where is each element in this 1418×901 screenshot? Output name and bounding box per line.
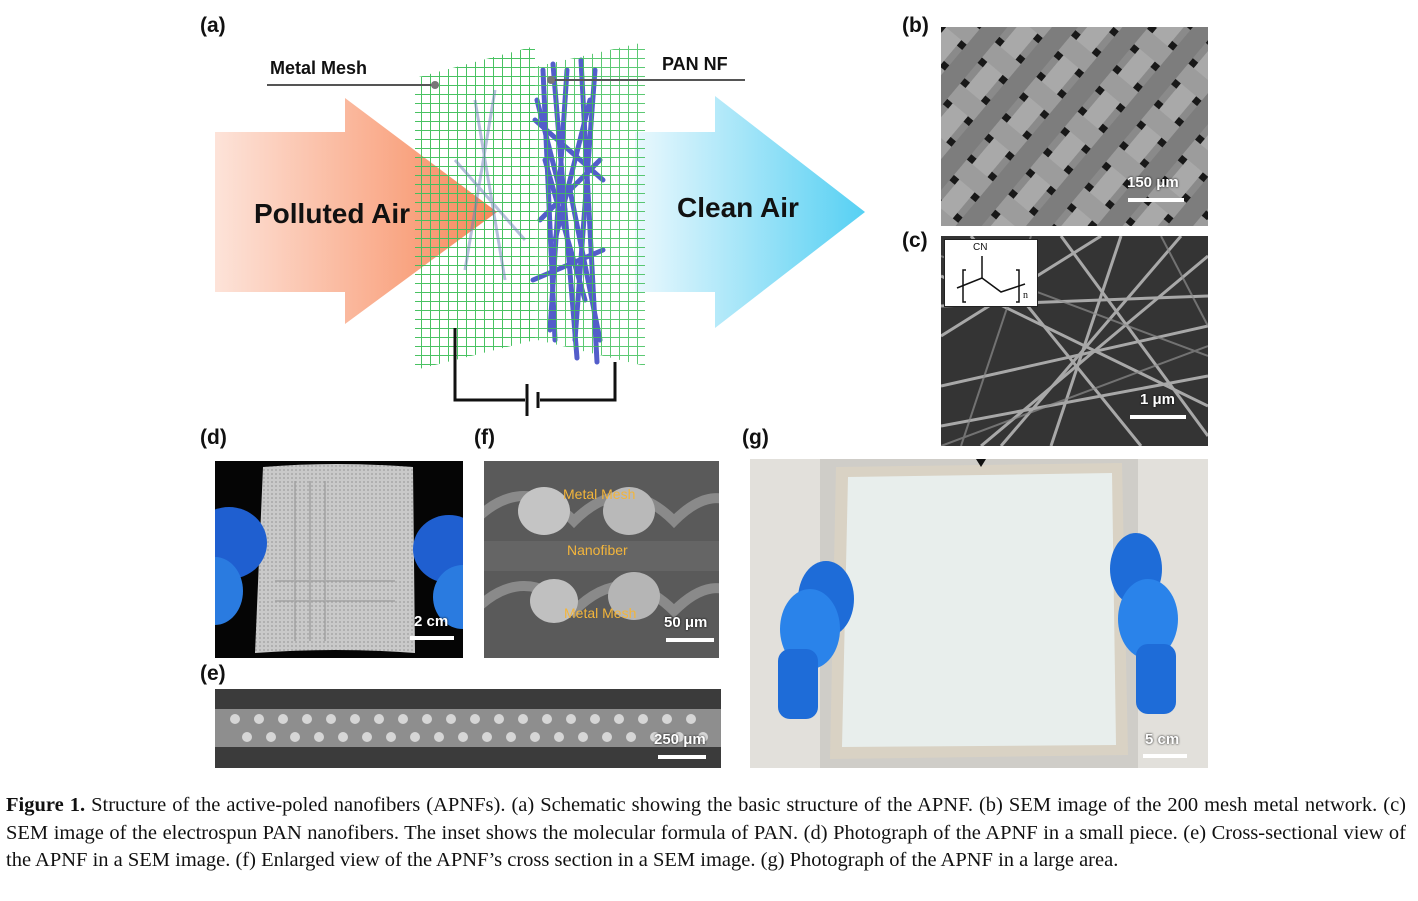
battery-circuit	[453, 328, 617, 416]
panel-g-label: (g)	[742, 426, 769, 449]
panel-b-label: (b)	[902, 14, 929, 37]
polluted-air-label: Polluted Air	[254, 198, 411, 229]
scale-bar-b	[1128, 198, 1184, 202]
pan-nf-label: PAN NF	[662, 54, 728, 74]
panel-e-sem-cross-section: 250 μm	[215, 689, 721, 768]
inset-cn-label: CN	[973, 242, 988, 253]
polluted-air-arrow	[215, 98, 497, 324]
nanofiber-shadow	[453, 89, 527, 281]
large-area-photo	[750, 459, 1208, 768]
pan-molecular-formula-inset: CN n	[944, 239, 1038, 307]
scale-bar-c-label: 1 μm	[1140, 391, 1176, 408]
metal-mesh-annotation-top: Metal Mesh	[563, 486, 636, 502]
scale-bar-g	[1143, 754, 1187, 758]
scale-bar-f-label: 50 μm	[664, 614, 708, 631]
panel-d-label: (d)	[200, 426, 227, 449]
scale-bar-b-label: 150 μm	[1127, 174, 1179, 191]
panel-b-sem-mesh: 150 μm	[941, 27, 1208, 226]
scale-bar-e-label: 250 μm	[654, 731, 706, 748]
scale-bar-c	[1130, 415, 1186, 419]
panel-c-sem-nanofibers: CN n 1 μm	[941, 236, 1208, 446]
scale-bar-d	[410, 636, 454, 640]
figure-number: Figure 1.	[6, 794, 86, 816]
panel-a-schematic	[215, 42, 865, 416]
panel-g-photo-large-area: 5 cm	[750, 459, 1208, 768]
scale-bar-f	[666, 638, 714, 642]
panel-d-photo-small-piece: 2 cm	[215, 461, 463, 658]
molecule-structure	[956, 256, 1026, 303]
scale-bar-e	[658, 755, 706, 759]
panel-a-label: (a)	[200, 14, 226, 37]
metal-mesh-annotation-bottom: Metal Mesh	[564, 605, 637, 621]
panel-f-sem-enlarged: Metal Mesh Nanofiber Metal Mesh 50 μm	[484, 461, 719, 658]
cross-section-image	[215, 689, 721, 768]
small-piece-photo	[215, 464, 463, 653]
inset-n-subscript: n	[1023, 290, 1028, 301]
scale-bar-d-label: 2 cm	[414, 613, 449, 630]
clean-air-label: Clean Air	[677, 192, 799, 223]
front-mesh	[521, 42, 645, 366]
enlarged-cross-section-image	[484, 461, 719, 658]
panel-e-label: (e)	[200, 662, 226, 685]
clean-air-arrow	[635, 96, 865, 328]
caption-text: Structure of the active-poled nanofibers…	[6, 794, 1406, 871]
figure-caption: Figure 1. Structure of the active-poled …	[6, 792, 1406, 875]
panel-f-label: (f)	[474, 426, 495, 449]
nanofiber-annotation: Nanofiber	[567, 542, 628, 558]
woven-mesh-image	[941, 27, 1208, 226]
panel-c-label: (c)	[902, 229, 928, 252]
scale-bar-g-label: 5 cm	[1145, 731, 1180, 748]
metal-mesh-label: Metal Mesh	[270, 58, 368, 78]
